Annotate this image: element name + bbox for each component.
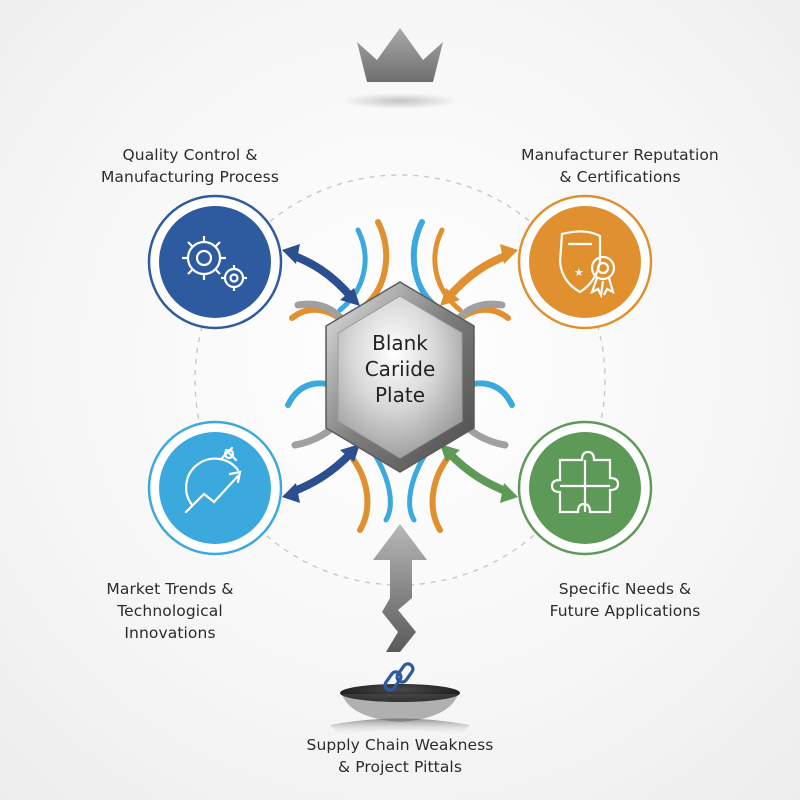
connector-arrow-reputation [440,244,518,306]
factor-label-needs: Specific Needs & Future Applications [505,578,745,622]
factor-label-line: Specific Needs & [558,580,692,598]
factor-label-line: & Certifications [559,168,681,186]
crown-icon [340,28,460,109]
factor-label-line: Future Applications [549,602,701,620]
factor-label-line: Manufacturing Process [100,168,280,186]
broken-link-icon [383,662,415,692]
factor-label-line: Manufactuгer Reputation [521,146,719,164]
center-plate [325,281,475,473]
factor-label-quality: Quality Control & Manufacturing Process [70,144,310,188]
factor-label-line: Quality Control & [122,146,258,164]
factor-circle-quality [147,194,283,330]
factor-label-market: Market Trends & Technological Innovation… [55,578,285,644]
center-line-1: Blank [372,331,428,355]
factor-label-line: Technological [117,602,223,620]
puzzle-icon [550,450,620,514]
risk-label: Supply Chain Weakness & Project Pittals [250,734,550,778]
factor-circle-reputation: ★ [517,194,653,330]
pit-hole [330,684,470,735]
certificate-icon: ★ [558,230,616,299]
center-line-2: Cariide [364,357,436,381]
risk-zigzag-arrow [373,524,427,652]
factor-label-line: Market Trends & [106,580,234,598]
factor-circle-market [147,420,283,556]
risk-label-line: & Project Pittals [337,758,463,776]
center-plate-label: Blank Cariide Plate [320,330,480,408]
connector-arrow-quality [282,244,360,306]
center-line-3: Plate [374,383,426,407]
risk-label-line: Supply Chain Weakness [306,736,494,754]
gears-icon [182,236,247,291]
trend-chart-icon [184,446,242,514]
factor-circle-needs [517,420,653,556]
factor-label-line: Innovations [124,624,216,642]
connector-arrow-needs [440,444,518,503]
connector-arrow-market [282,444,360,503]
factor-label-reputation: Manufactuгer Reputation & Certifications [490,144,750,188]
svg-text:★: ★ [574,266,584,279]
